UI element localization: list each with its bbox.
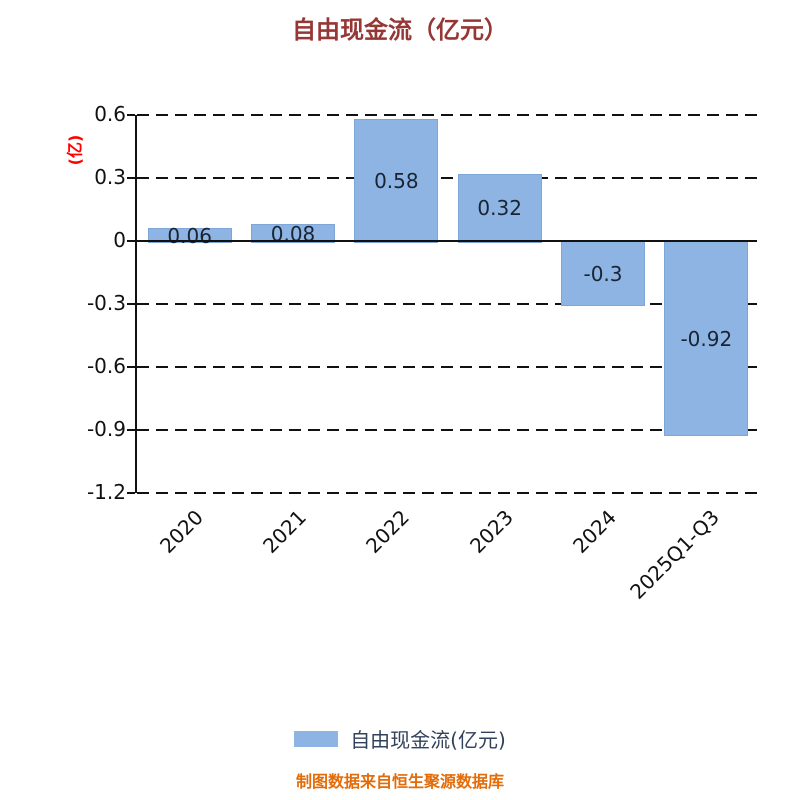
footer-note: 制图数据来自恒生聚源数据库	[295, 772, 504, 791]
bar-value-label: -0.3	[583, 261, 623, 286]
y-tick-label: -0.6	[86, 354, 126, 378]
y-axis-unit-label: (亿)	[65, 134, 85, 166]
y-tick-mark	[127, 303, 135, 305]
y-tick-label: -1.2	[86, 480, 126, 504]
bar: 0.06	[147, 224, 232, 248]
y-tick-label: 0	[113, 228, 126, 252]
gridline	[137, 429, 757, 431]
y-tick-mark	[127, 429, 135, 431]
y-tick-mark	[127, 114, 135, 116]
y-tick-label: 0.6	[94, 102, 126, 126]
legend-swatch	[294, 730, 339, 747]
chart-title: 自由现金流（亿元）	[292, 16, 508, 44]
legend-label: 自由现金流(亿元)	[350, 728, 506, 752]
y-tick-mark	[127, 492, 135, 494]
y-tick-label: -0.3	[86, 291, 126, 315]
bar: 0.58	[354, 119, 439, 243]
gridline	[137, 177, 757, 179]
bar-value-label: -0.92	[680, 326, 733, 351]
bar-value-label: 0.06	[167, 223, 212, 248]
bar-value-label: 0.32	[477, 196, 522, 221]
bar: -0.3	[561, 241, 645, 306]
legend: 自由现金流(亿元)	[0, 724, 800, 753]
y-tick-mark	[127, 366, 135, 368]
y-tick-label: 0.3	[94, 165, 126, 189]
bar: -0.92	[664, 241, 749, 437]
x-tick-label: 2020	[154, 505, 208, 558]
gridline	[137, 366, 757, 368]
y-tick-mark	[127, 240, 135, 242]
zero-line	[137, 240, 757, 242]
gridline	[137, 492, 757, 494]
bar-value-label: 0.58	[374, 169, 419, 194]
y-tick-mark	[127, 177, 135, 179]
gridline	[137, 303, 757, 305]
y-tick-label: -0.9	[86, 417, 126, 441]
bar: 0.32	[457, 173, 542, 243]
gridline	[137, 114, 757, 116]
